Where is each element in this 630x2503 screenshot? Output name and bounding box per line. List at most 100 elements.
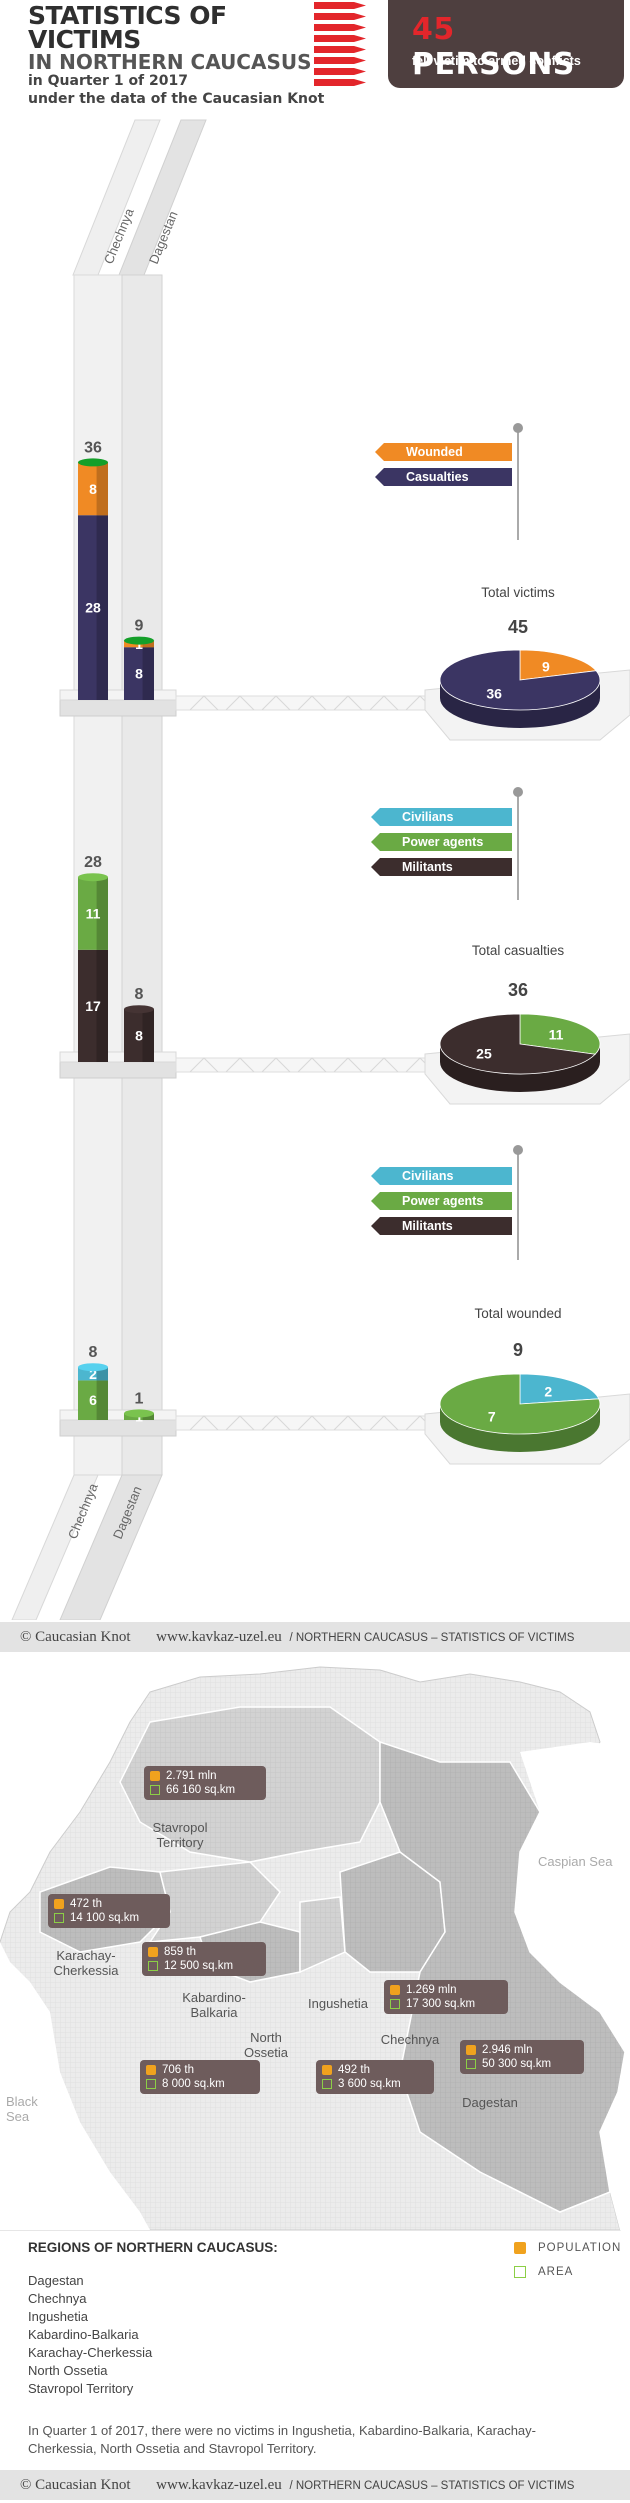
footer-section: / NORTHERN CAUCASUS – STATISTICS OF VICT…: [289, 2480, 575, 2492]
label-dagestan: Dagestan: [462, 2095, 518, 2110]
legend-militants-1: Militants: [371, 858, 512, 876]
footer-copyright: © Caucasian Knot: [20, 1629, 131, 1645]
bar-platform-top: [59, 1409, 177, 1421]
card-karachay: 472 th 14 100 sq.km: [48, 1894, 170, 1928]
pie-side: [440, 680, 600, 728]
pie-slice: [439, 1373, 601, 1435]
footer-bar-top: © Caucasian Knot www.kavkaz-uzel.eu / NO…: [0, 1622, 630, 1652]
bar-value-label: 11: [86, 906, 101, 922]
population-icon: [148, 1947, 158, 1957]
bar-value-label: 17: [85, 998, 101, 1014]
population-icon: [390, 1985, 400, 1995]
ossetia-area: 8 000 sq.km: [162, 2078, 225, 2090]
pie-title-victims: Total victims: [481, 585, 555, 600]
footer-section: / NORTHERN CAUCASUS – STATISTICS OF VICT…: [289, 1632, 575, 1644]
area-icon: [148, 1961, 158, 1971]
bar-segment-shade: [142, 1413, 154, 1420]
list-item: Ingushetia: [28, 2309, 88, 2324]
pie-value-label: 25: [476, 1045, 492, 1061]
area-icon: [54, 1913, 64, 1923]
pie-slice: [519, 649, 597, 681]
population-icon: [514, 2242, 526, 2254]
connector-rail: [175, 695, 442, 711]
list-item: Karachay-Cherkessia: [28, 2345, 153, 2360]
map: [0, 1666, 630, 2231]
bar-platform: [59, 1061, 177, 1079]
dagestan-pop: 2.946 mln: [482, 2044, 533, 2056]
key-area-label: AREA: [538, 2266, 574, 2278]
black-sea: [0, 1942, 150, 2230]
footer-site-link[interactable]: www.kavkaz-uzel.eu: [156, 1629, 282, 1645]
regions-list: Dagestan Chechnya Ingushetia Kabardino-B…: [28, 2272, 152, 2398]
banner-word: PERSONS: [412, 47, 575, 82]
bar-value-label: 8: [135, 666, 143, 682]
pie-total-victims: 45: [507, 617, 529, 637]
bar-platform: [59, 1419, 177, 1437]
ingushetia-pop: 492 th: [338, 2064, 370, 2076]
card-stavropol: 2.791 mln 66 160 sq.km: [144, 1766, 266, 1800]
label-kabardino: Kabardino-Balkaria: [182, 1990, 246, 2020]
bar-value-label: 8: [89, 481, 97, 497]
list-item: Stavropol Territory: [28, 2381, 134, 2396]
footer-site-link[interactable]: www.kavkaz-uzel.eu: [156, 2477, 282, 2493]
label-stavropol: Stavropol Territory: [152, 1820, 208, 1850]
area-icon: [514, 2266, 526, 2278]
banner-headline: 45 PERSONS: [412, 12, 624, 82]
card-chechnya: 1.269 mln 17 300 sq.km: [384, 1980, 508, 2014]
bar-segment-shade: [96, 515, 108, 700]
ingushetia-area: 3 600 sq.km: [338, 2078, 401, 2090]
card-ossetia: 706 th 8 000 sq.km: [140, 2060, 260, 2094]
list-item: Chechnya: [28, 2291, 87, 2306]
connector-rail: [175, 1057, 442, 1073]
area-icon: [150, 1785, 160, 1795]
pie-value-label: 11: [549, 1027, 564, 1043]
population-icon: [146, 2065, 156, 2075]
key-area: AREA: [514, 2266, 573, 2278]
column-track-dagestan: [121, 274, 163, 1476]
chechnya-pop: 1.269 mln: [406, 1984, 457, 1996]
bar-cap: [124, 636, 154, 645]
label-ingushetia: Ingushetia: [308, 1996, 368, 2011]
dagestan-area: 50 300 sq.km: [482, 2058, 552, 2070]
bar-cap: [78, 458, 108, 467]
region-ingushetia: [299, 1896, 346, 1974]
title-line-2: IN NORTHERN CAUCASUS: [28, 50, 312, 74]
title-line-3: in Quarter 1 of 2017: [28, 73, 188, 89]
pie-total-casualties: 36: [507, 980, 529, 1000]
banner-subtitle: fell victim to armed conflicts: [412, 54, 581, 68]
bar-value-label: 6: [89, 1392, 97, 1408]
bullets-icon: [314, 2, 366, 86]
label-karachay: Karachay-Cherkessia: [53, 1948, 119, 1978]
bar-segment-shade: [96, 877, 108, 950]
region-dagestan: [379, 1740, 626, 2213]
legend-power-agents-1: Power agents: [371, 833, 512, 851]
label-ossetia: North Ossetia: [243, 2030, 289, 2060]
bar-segment-shade: [96, 462, 108, 516]
chechnya-area: 17 300 sq.km: [406, 1998, 476, 2010]
bar-platform-top: [59, 1051, 177, 1063]
pie-value-label: 2: [544, 1383, 552, 1399]
card-dagestan: 2.946 mln 50 300 sq.km: [460, 2040, 584, 2074]
title-line-4: under the data of the Caucasian Knot: [28, 91, 325, 107]
caspian-sea: [515, 1742, 630, 2230]
list-item: North Ossetia: [28, 2363, 108, 2378]
footer-copyright: © Caucasian Knot: [20, 2477, 131, 2493]
bar-total-label: 1: [135, 1390, 144, 1407]
flag-pole-top-2: [513, 787, 523, 797]
label-chechnya: Chechnya: [380, 2032, 440, 2047]
kabardino-area: 12 500 sq.km: [164, 1960, 234, 1972]
bar-segment-shade: [142, 647, 154, 700]
bar-total-label: 8: [135, 986, 144, 1003]
bar-segment-shade: [96, 949, 108, 1062]
list-item: Dagestan: [28, 2273, 84, 2288]
population-icon: [150, 1771, 160, 1781]
kabardino-pop: 859 th: [164, 1946, 196, 1958]
pie-slice: [519, 1013, 601, 1055]
key-population: POPULATION: [514, 2242, 621, 2254]
population-icon: [322, 2065, 332, 2075]
area-icon: [146, 2079, 156, 2089]
banner-number: 45: [412, 12, 455, 47]
no-victims-note: In Quarter 1 of 2017, there were no vict…: [28, 2423, 536, 2456]
karachay-pop: 472 th: [70, 1898, 102, 1910]
